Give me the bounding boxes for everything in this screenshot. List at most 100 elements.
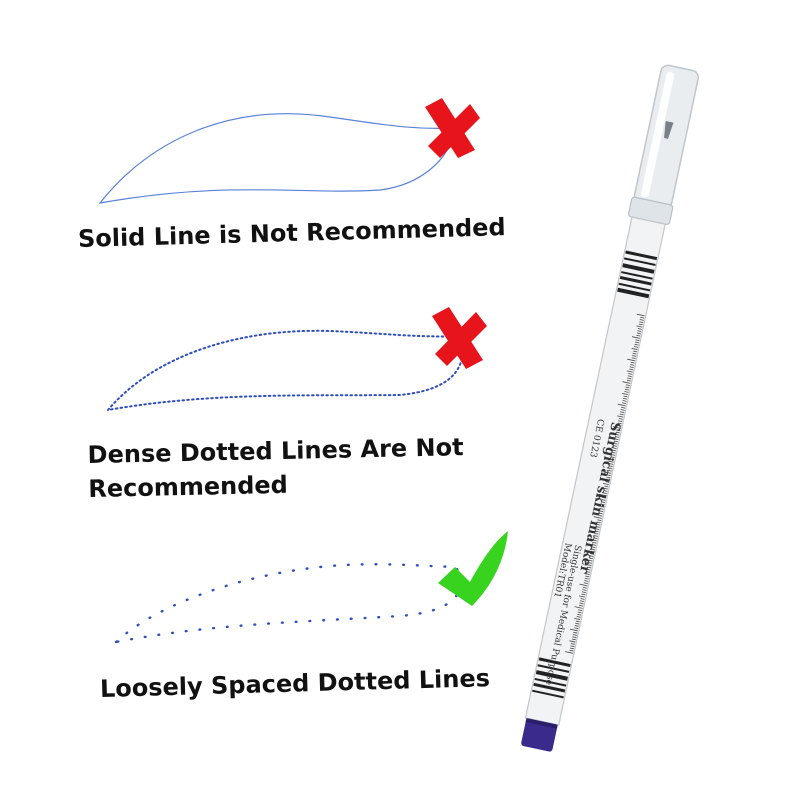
ruler-tick [612, 426, 621, 429]
ruler-tick [598, 512, 603, 515]
ruler-tick [607, 460, 614, 463]
ruler-tick [572, 636, 577, 638]
ruler-tick [602, 492, 607, 494]
ruler-tick [628, 373, 633, 375]
ruler-tick [631, 357, 636, 359]
ruler-tick [612, 447, 617, 449]
caption-dense-line1: Dense Dotted Lines Are Not [87, 433, 464, 470]
ruler-tick [570, 643, 575, 645]
ruler-tick [577, 611, 582, 614]
red-cross-icon-2 [432, 307, 487, 369]
ruler-tick [630, 361, 635, 364]
ruler-tick [617, 424, 622, 427]
ruler-tick [585, 575, 590, 578]
ruler-tick [588, 538, 597, 542]
ruler-tick [574, 617, 581, 620]
ruler-tick [578, 609, 583, 611]
ruler-tick [617, 422, 622, 425]
ruler-tick [590, 548, 596, 551]
ruler-tick [599, 508, 604, 510]
ruler-tick [593, 535, 598, 537]
ruler-tick [608, 465, 613, 467]
ruler-tick [605, 481, 610, 483]
ruler-tick [606, 474, 611, 476]
ruler-tick [610, 458, 615, 461]
ruler-tick [605, 478, 610, 481]
ruler-tick [596, 523, 601, 526]
ruler-tick [604, 485, 609, 488]
ruler-tick [608, 448, 617, 452]
ruler-tick [582, 586, 587, 589]
ruler-tick [575, 622, 580, 625]
ruler-tick [579, 600, 585, 602]
ruler-tick [602, 482, 609, 485]
ruler-tick [570, 645, 575, 647]
ruler-tick [601, 496, 607, 499]
ruler-tick [603, 471, 612, 474]
ruler-tick [606, 476, 611, 479]
ruler-tick [583, 572, 590, 575]
ruler-tick [634, 343, 639, 346]
ruler-tick [638, 323, 643, 326]
ruler-tick [629, 366, 634, 368]
ruler-tick [622, 402, 627, 404]
ruler-tick [622, 397, 628, 400]
ruler-tick [612, 437, 619, 440]
ruler-tick [578, 595, 585, 598]
ruler-tick [588, 559, 593, 562]
ruler-tick [589, 555, 594, 557]
ruler-tick [569, 640, 576, 643]
ruler-tick [609, 463, 614, 465]
ruler-tick [578, 604, 584, 607]
ruler-tick [613, 442, 618, 445]
ruler-tick [599, 510, 604, 512]
ruler-tick [591, 544, 596, 546]
ruler-tick [633, 350, 638, 353]
ruler-tick [618, 420, 623, 422]
ruler-tick [610, 456, 615, 458]
ruler-tick [621, 406, 626, 409]
loose-dotted-eyebrow-line [114, 563, 462, 644]
ruler-tick [611, 451, 616, 454]
ruler-tick [598, 505, 605, 508]
ruler-tick [565, 651, 574, 654]
caption-dense-dotted: Dense Dotted Lines Are Not Recommended [87, 430, 464, 506]
ruler-tick [620, 411, 625, 413]
ruler-tick [623, 395, 628, 398]
ruler-tick [593, 537, 598, 539]
ruler-tick [587, 566, 592, 569]
ruler-tick [582, 589, 587, 591]
ruler-tick [626, 370, 633, 373]
ruler-tick [624, 391, 629, 393]
ruler-tick [593, 527, 600, 530]
ruler-tick [619, 413, 624, 416]
ruler-tick [576, 616, 581, 618]
ruler-tick [581, 593, 586, 596]
ruler-tick [581, 591, 586, 593]
ruler-tick [631, 347, 638, 351]
ruler-tick [595, 526, 600, 528]
ruler-tick [600, 501, 606, 503]
pen-end-cap [521, 718, 558, 752]
ruler-tick [636, 325, 643, 328]
ruler-tick [637, 328, 642, 330]
ruler-tick [598, 514, 603, 517]
ruler-tick [640, 316, 645, 319]
ruler-tick [601, 499, 606, 501]
dense-dotted-eyebrow-line [107, 329, 465, 411]
ruler-tick [596, 521, 601, 524]
ruler-tick [580, 598, 585, 600]
ruler-tick [603, 490, 608, 492]
ruler-tick [575, 620, 580, 623]
ruler-tick [579, 602, 584, 605]
ruler-scale [565, 313, 645, 654]
ruler-tick [636, 334, 641, 337]
green-check-icon [438, 531, 508, 606]
solid-eyebrow-line [98, 113, 456, 204]
ruler-tick [572, 634, 577, 636]
ruler-tick [624, 388, 629, 391]
ruler-tick [591, 546, 596, 548]
ruler-tick [569, 628, 578, 632]
ruler-tick [593, 516, 602, 519]
